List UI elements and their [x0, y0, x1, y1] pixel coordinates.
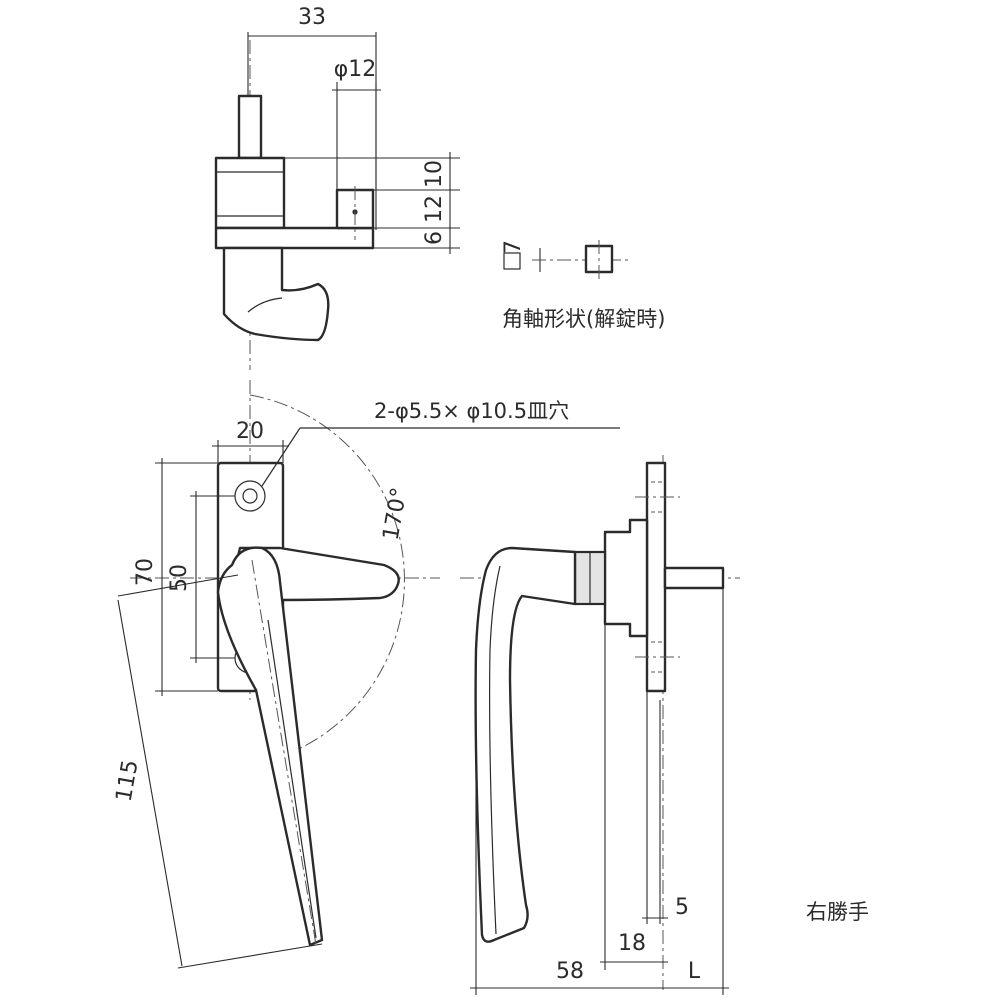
open-lever [216, 546, 324, 947]
angle-170: 170° [379, 486, 413, 543]
dim-115: 115 [112, 758, 144, 804]
side-mount-block [603, 518, 649, 638]
dim-10: 10 [422, 160, 447, 188]
dim-phi12: φ12 [334, 57, 377, 82]
front-dimensions: 20 70 50 115 [112, 419, 323, 969]
dim-33: 33 [298, 5, 326, 30]
dim-L: L [688, 959, 701, 984]
dim-18: 18 [618, 931, 646, 956]
square-symbol [503, 252, 521, 270]
dim-7: 7 [501, 240, 526, 254]
holes-label: 2-φ5.5× φ10.5皿穴 [374, 399, 569, 423]
dim-6: 6 [422, 231, 447, 245]
side-view: 5 18 58 L 右勝手 [460, 455, 869, 995]
square-shaft-label: 角軸形状(解錠時) [502, 307, 665, 331]
hand-label: 右勝手 [806, 900, 869, 924]
dim-58: 58 [556, 959, 584, 984]
dim-20: 20 [236, 419, 264, 444]
top-view [214, 40, 375, 370]
top-arm [214, 226, 375, 250]
dim-12: 12 [422, 195, 447, 223]
top-dimensions: 33 φ12 10 12 6 [247, 5, 460, 254]
top-handle [222, 246, 330, 342]
side-handle [474, 546, 577, 943]
top-body [214, 156, 286, 230]
top-spindle [237, 94, 263, 160]
side-spindle [663, 566, 725, 590]
dim-70: 70 [133, 558, 158, 586]
front-view: 2-φ5.5× φ10.5皿穴 170° [130, 380, 620, 947]
dim-50: 50 [167, 564, 192, 592]
dim-5: 5 [675, 895, 689, 920]
square-shaft-detail: 7 角軸形状(解錠時) [501, 240, 665, 331]
